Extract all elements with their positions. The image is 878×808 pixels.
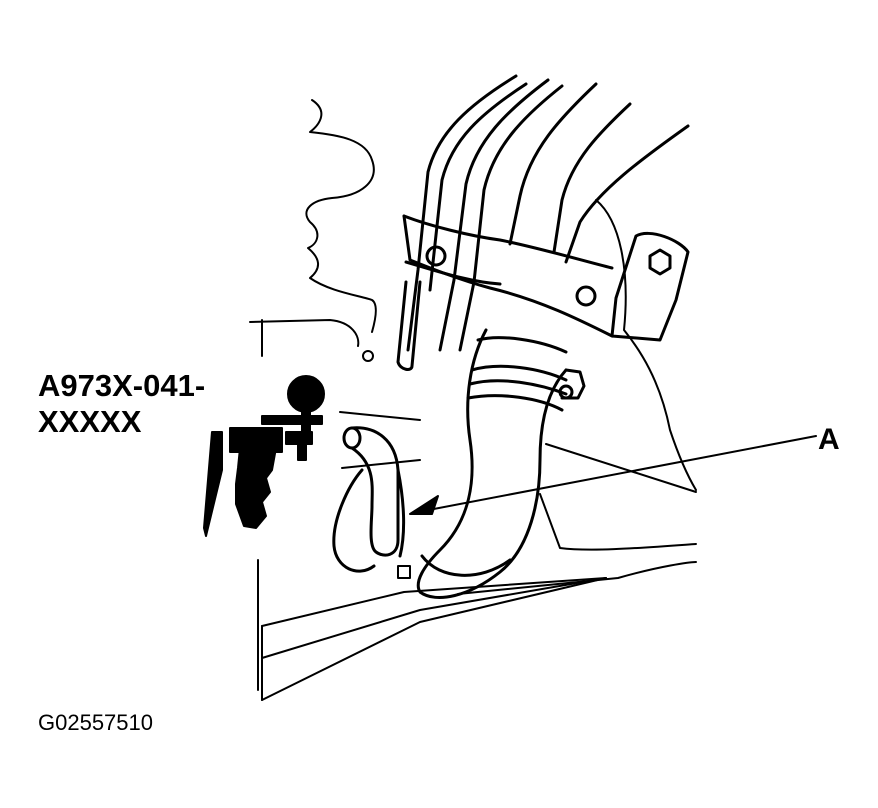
hole xyxy=(362,350,374,362)
background-lines xyxy=(261,199,697,701)
callout-a-leader xyxy=(409,435,817,515)
callout-a-label: A xyxy=(818,423,840,456)
hose-bundle xyxy=(406,74,690,352)
body-edge xyxy=(249,319,360,347)
figure-id: G02557510 xyxy=(38,710,153,735)
mounting-bracket xyxy=(402,214,690,342)
main-pipe xyxy=(416,328,586,600)
tool-part-number-line-2: XXXXX xyxy=(38,404,142,439)
hose-end xyxy=(396,280,422,371)
special-tool xyxy=(203,375,325,537)
hose-clamp xyxy=(397,565,411,579)
body-outline xyxy=(305,99,377,333)
connector-hose xyxy=(332,426,406,573)
tool-part-number-line-1: A973X-041- xyxy=(38,368,206,403)
